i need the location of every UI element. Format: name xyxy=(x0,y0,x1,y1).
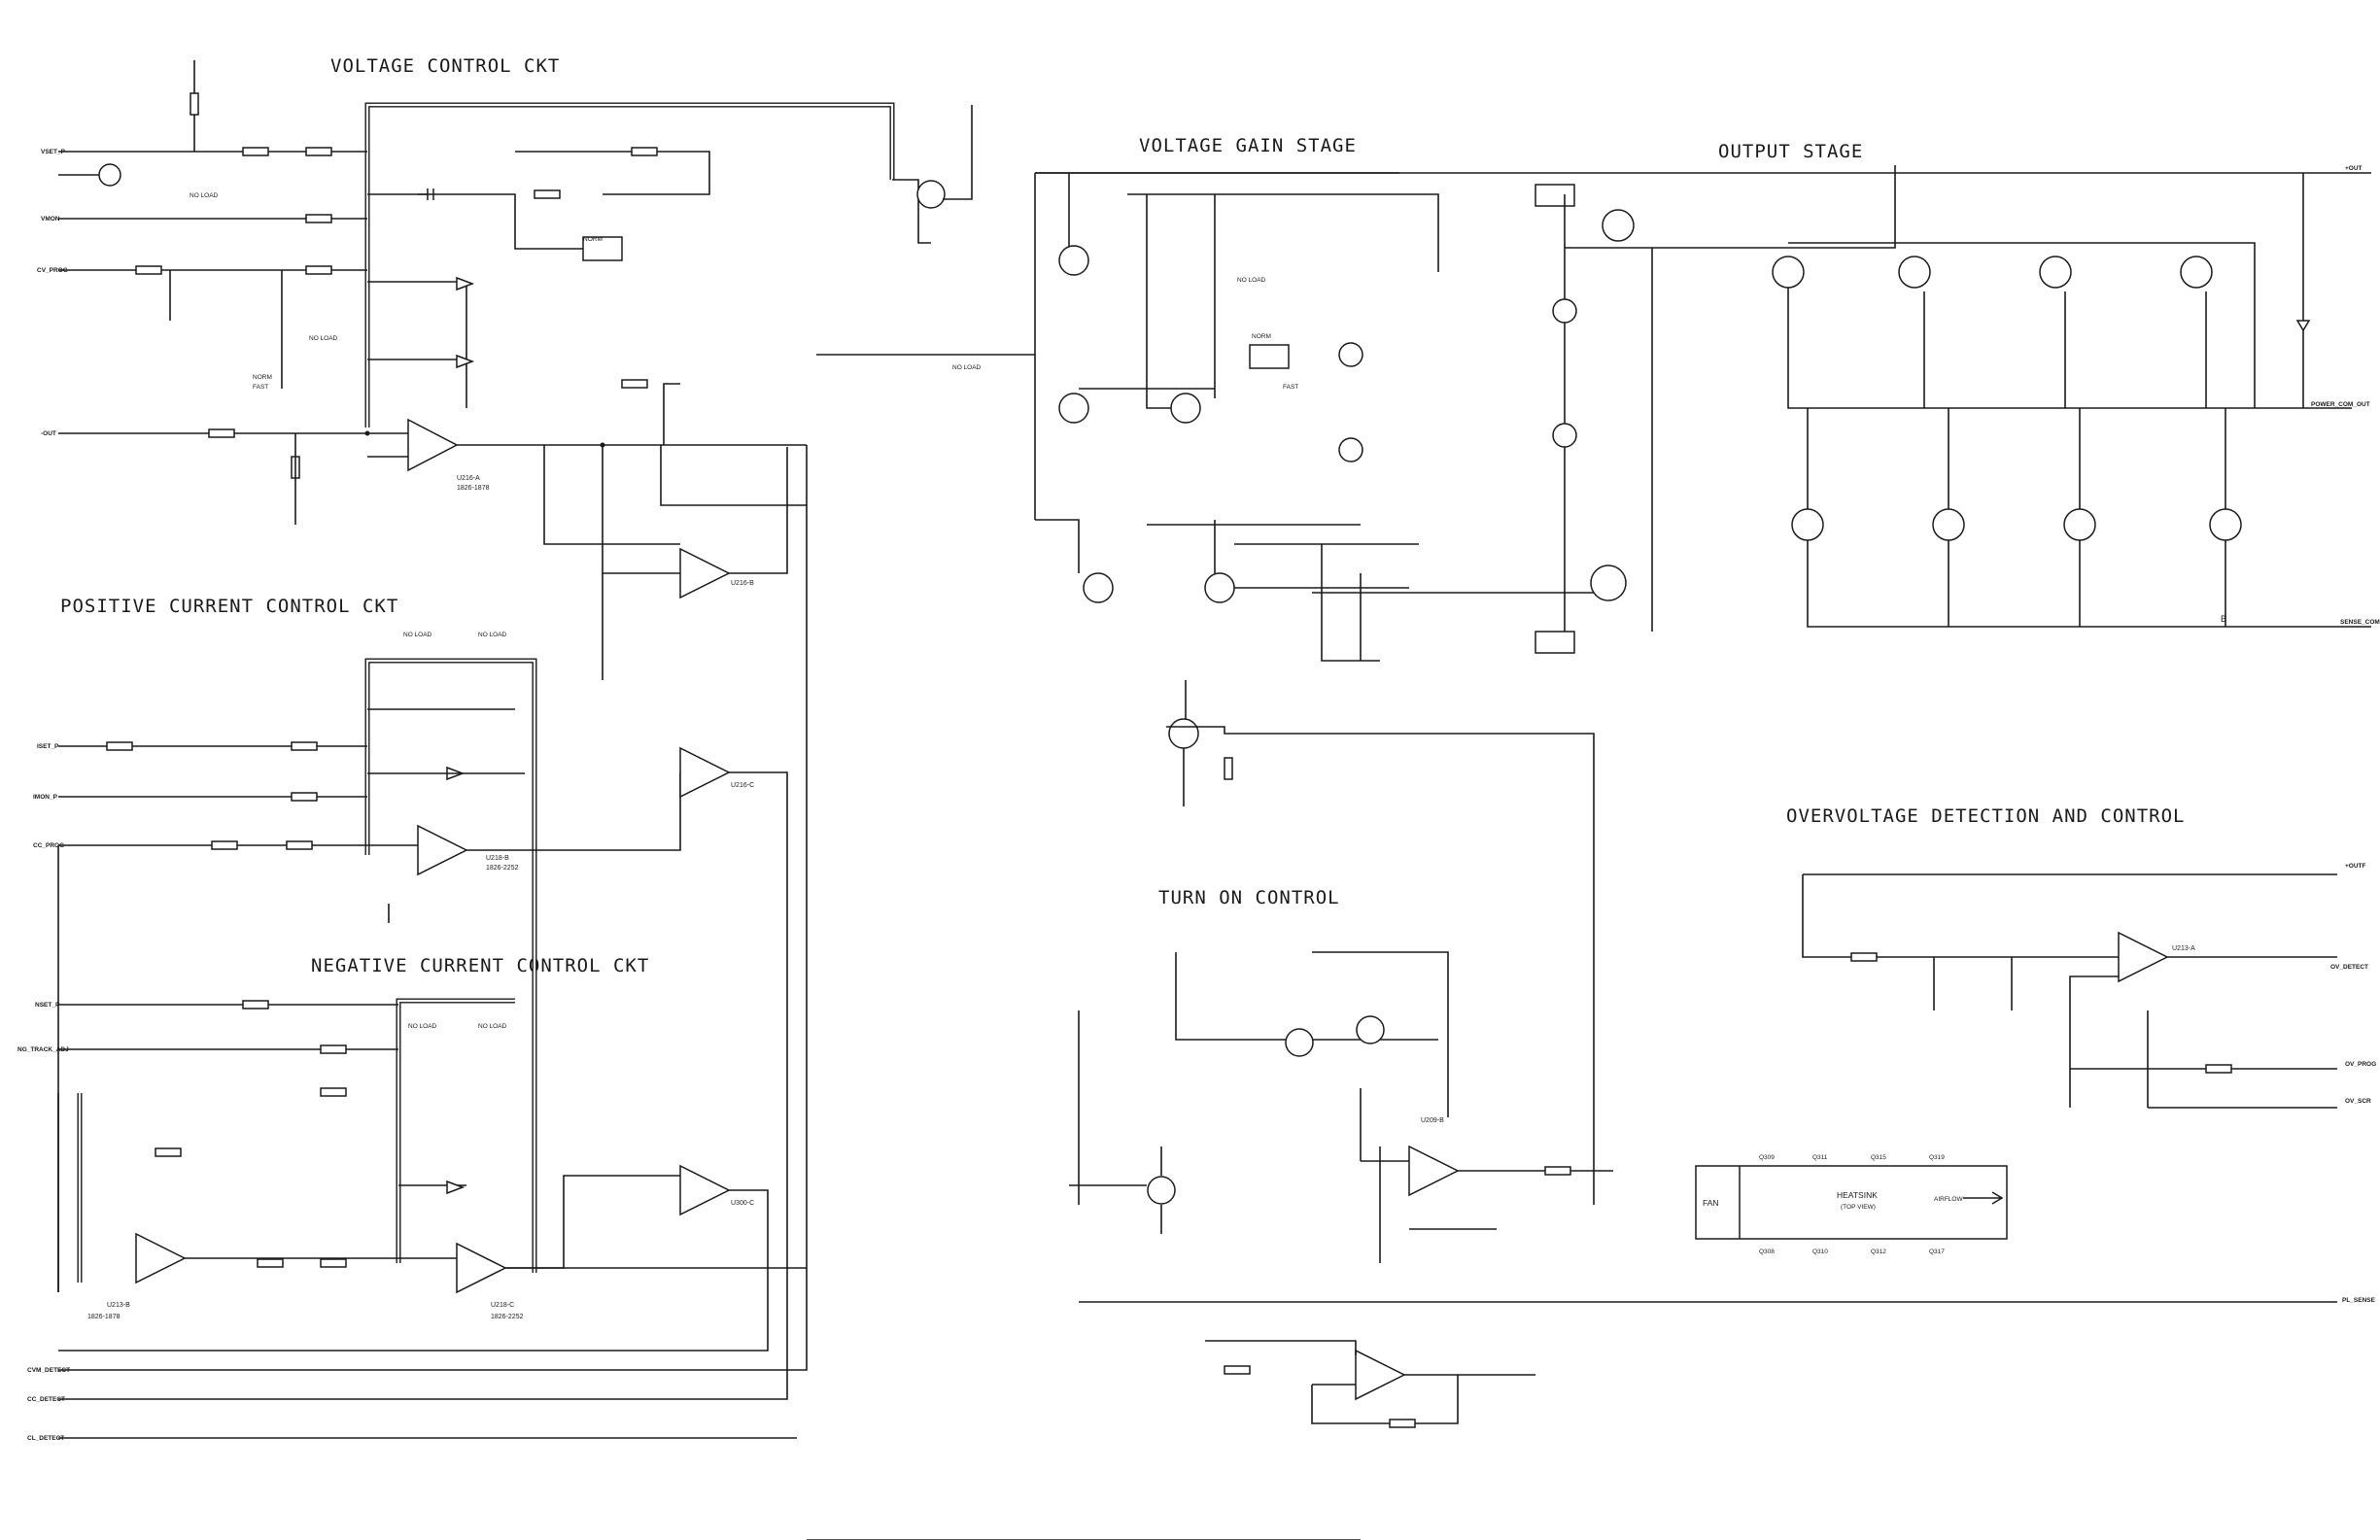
output-b-marker: B xyxy=(2221,614,2226,624)
u218c-part: 1826-2252 xyxy=(491,1314,524,1320)
net-vset: VSET_P xyxy=(41,149,66,155)
turn-on-title: TURN ON CONTROL xyxy=(1158,887,1340,908)
net-ov-det: OV_DETECT xyxy=(2330,964,2368,971)
no-load-label-6: NO LOAD xyxy=(478,632,507,638)
net-sense: SENSE_COM xyxy=(2340,619,2380,626)
overvoltage-circuit: U213-A xyxy=(1802,873,2337,1109)
net-cldet: CL_DETECT xyxy=(27,1435,64,1442)
net-iset: ISET_P xyxy=(37,743,59,750)
no-load-label-2: NO LOAD xyxy=(309,335,338,342)
net-cvdet: CVM_DETECT xyxy=(27,1367,70,1374)
heatsink-q-bottom-4: Q317 xyxy=(1929,1249,1945,1255)
heatsink-view-label: (TOP VIEW) xyxy=(1841,1204,1876,1211)
bottom-opamp-circuit xyxy=(1205,1340,1535,1428)
heatsink-q-top-2: Q311 xyxy=(1812,1154,1828,1161)
net-ccdet: CC_DETECT xyxy=(27,1396,65,1403)
norm-label-2: NORM xyxy=(253,374,272,381)
output-stage: B +OUT POWER_COM_OUT SENSE_COM +OUTF OV_… xyxy=(1035,165,2380,1304)
voltage-control-circuit: U216-A 1826-1878 NO LOAD NO LOAD NORM NO… xyxy=(58,60,895,1273)
net-inn: -OUT xyxy=(41,430,56,437)
no-load-label-1: NO LOAD xyxy=(190,192,219,199)
u300c-label: U300-C xyxy=(731,1200,754,1207)
u216a-label: U216-A xyxy=(457,475,480,482)
negative-current-circuit: U213-B 1826-1878 U218-C 1826-2252 U300-C… xyxy=(57,865,808,1439)
net-vmon: VMON xyxy=(41,216,60,222)
u213b-part: 1826-1878 xyxy=(87,1314,121,1320)
net-ov-p: +OUTF xyxy=(2345,863,2366,870)
net-cv-prog: CV_PROG xyxy=(37,267,68,274)
u218b-label: U218-B xyxy=(486,855,509,862)
u213a-label: U213-A xyxy=(2172,945,2195,952)
heatsink-q-bottom-2: Q310 xyxy=(1812,1249,1828,1255)
heatsink-diagram: FAN HEATSINK (TOP VIEW) AIRFLOW Q309 Q31… xyxy=(1695,1154,2008,1255)
no-load-label-7: NO LOAD xyxy=(408,1023,437,1030)
norm-label-1: NORM xyxy=(583,236,603,243)
heatsink-q-top-4: Q319 xyxy=(1929,1154,1945,1161)
heatsink-q-bottom-1: Q308 xyxy=(1759,1249,1775,1255)
voltage-gain-stage: NORM FAST NO LOAD NO LOAD xyxy=(816,105,2371,1205)
net-out-pos: +OUT xyxy=(2345,165,2363,172)
heatsink-label: HEATSINK xyxy=(1837,1190,1878,1200)
u216b-label: U216-B xyxy=(731,580,754,587)
output-stage-title: OUTPUT STAGE xyxy=(1718,141,1863,162)
u218b-part: 1826-2252 xyxy=(486,865,519,872)
net-ov-sense: OV_SCR xyxy=(2345,1098,2371,1105)
u213b-label: U213-B xyxy=(107,1302,130,1309)
net-ntrack: NG_TRACK_ADJ xyxy=(17,1046,69,1053)
negative-current-title: NEGATIVE CURRENT CONTROL CKT xyxy=(311,955,649,976)
u216a-part: 1826-1878 xyxy=(457,485,490,492)
heatsink-q-top-3: Q315 xyxy=(1871,1154,1886,1161)
u218c-label: U218-C xyxy=(491,1302,514,1309)
no-load-label-4: NO LOAD xyxy=(952,364,982,371)
u216c-label: U216-C xyxy=(731,782,754,789)
heatsink-q-top-1: Q309 xyxy=(1759,1154,1775,1161)
norm-label-3: NORM xyxy=(1252,333,1271,340)
voltage-gain-title: VOLTAGE GAIN STAGE xyxy=(1139,135,1357,156)
net-imon: IMON_P xyxy=(33,794,58,801)
positive-current-circuit: U218-B 1826-2252 U216-C NO LOAD NO LOAD xyxy=(57,632,788,1292)
overvoltage-title: OVERVOLTAGE DETECTION AND CONTROL xyxy=(1786,805,2186,827)
left-net-labels: VSET_P VMON CV_PROG ISET_P IMON_P CC_PRO… xyxy=(17,149,70,1442)
positive-current-title: POSITIVE CURRENT CONTROL CKT xyxy=(60,596,398,617)
fast-label-1: FAST xyxy=(253,384,268,391)
turn-on-control: U209-B xyxy=(1069,951,1613,1263)
net-cc-prog: CC_PROG xyxy=(33,842,64,849)
voltage-control-title: VOLTAGE CONTROL CKT xyxy=(330,55,560,77)
heatsink-q-bottom-3: Q312 xyxy=(1871,1249,1886,1255)
net-ov-prog: OV_PROG xyxy=(2345,1061,2376,1068)
net-nset: NSET_P xyxy=(35,1002,60,1009)
fan-label: FAN xyxy=(1703,1198,1719,1208)
u209b-label: U209-B xyxy=(1421,1117,1444,1124)
no-load-label-5: NO LOAD xyxy=(403,632,432,638)
no-load-label-3: NO LOAD xyxy=(1237,277,1266,284)
net-power-com: POWER_COM_OUT xyxy=(2311,401,2370,408)
no-load-label-8: NO LOAD xyxy=(478,1023,507,1030)
net-pl-sense: PL_SENSE xyxy=(2342,1297,2376,1304)
fast-label-2: FAST xyxy=(1283,384,1298,391)
airflow-label: AIRFLOW xyxy=(1934,1196,1963,1203)
